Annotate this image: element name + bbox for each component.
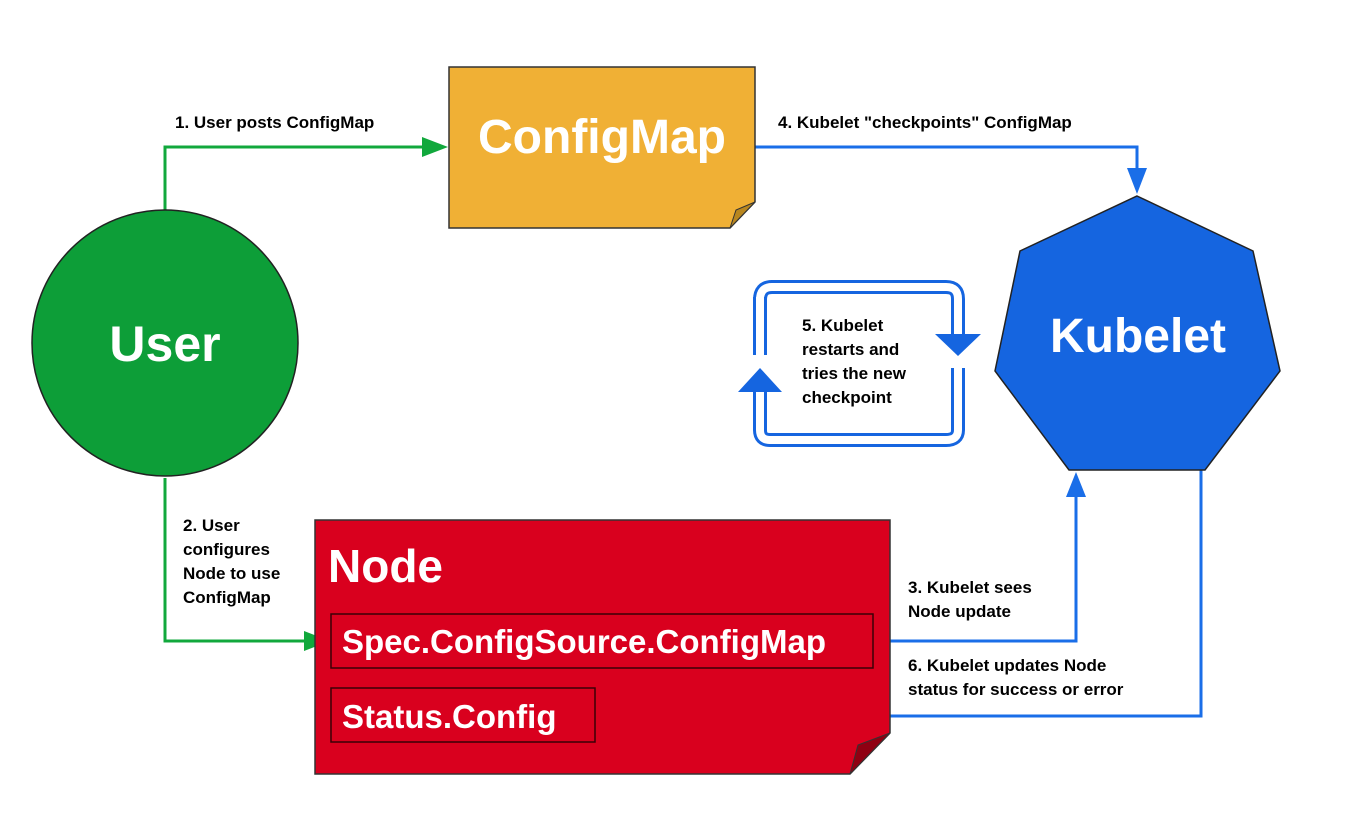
node-node: Node Spec.ConfigSource.ConfigMap Status.… [314,519,891,775]
kubelet-label: Kubelet [1050,310,1226,363]
user-node: User [31,209,299,477]
arrow-node-spec-to-kubelet [873,472,1086,643]
user-label: User [109,316,220,372]
step5-label: 5. Kubelet restarts and tries the new ch… [802,316,911,407]
step6-label: 6. Kubelet updates Node status for succe… [908,656,1124,699]
node-title: Node [328,540,443,592]
status-config-label: Status.Config [342,698,556,735]
step2-label: 2. User configures Node to use ConfigMap [183,516,285,607]
configmap-node: ConfigMap [448,66,756,229]
status-config-field [330,687,596,743]
spec-configsource-field [330,613,874,669]
kubelet-node: Kubelet [994,195,1281,471]
arrow-user-to-configmap [163,137,448,210]
restart-loop-arrows [738,280,981,447]
step4-label: 4. Kubelet "checkpoints" ConfigMap [778,113,1072,132]
configmap-label: ConfigMap [478,111,726,164]
step3-label: 3. Kubelet sees Node update [908,578,1037,621]
arrow-configmap-to-kubelet [755,145,1147,194]
spec-configsource-label: Spec.ConfigSource.ConfigMap [342,623,826,660]
step1-label: 1. User posts ConfigMap [175,113,374,132]
